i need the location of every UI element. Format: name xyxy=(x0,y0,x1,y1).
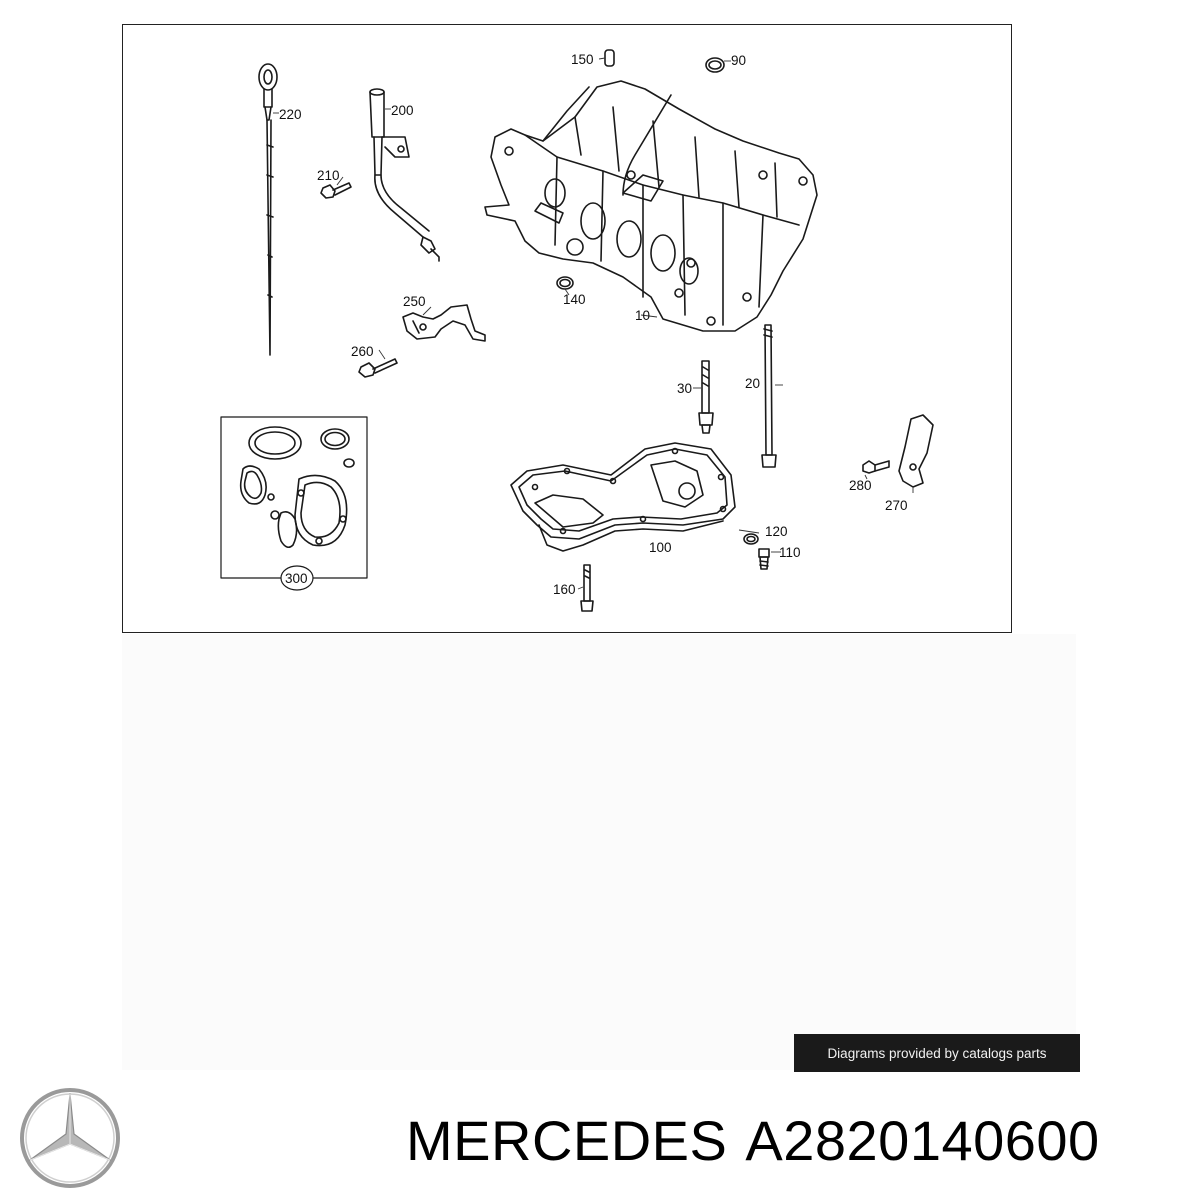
bolt-20-part xyxy=(761,324,777,468)
bolt-210-part xyxy=(320,182,352,199)
parts-diagram: 220 200 210 150 90 140 10 250 260 30 20 … xyxy=(122,24,1012,633)
pin-150-part xyxy=(604,49,615,67)
part-number: A2820140600 xyxy=(745,1109,1100,1172)
callout-280: 280 xyxy=(849,478,872,493)
callout-260: 260 xyxy=(351,344,374,359)
callout-300: 300 xyxy=(285,571,308,586)
bracket-270-part xyxy=(898,414,934,488)
callout-10: 10 xyxy=(635,308,650,323)
bolt-280-part xyxy=(862,460,890,474)
callout-210: 210 xyxy=(317,168,340,183)
catalog-credit-badge: Diagrams provided by catalogs parts xyxy=(794,1034,1080,1072)
oring-90-part xyxy=(705,57,725,73)
parts-diagram-svg: 220 200 210 150 90 140 10 250 260 30 20 … xyxy=(220,49,934,612)
oil-pan-part xyxy=(510,442,736,552)
dipstick-tube-part xyxy=(369,88,440,262)
drain-plug-110-part xyxy=(758,548,770,570)
diagram-background-panel xyxy=(122,634,1076,1070)
oring-140-part xyxy=(556,276,574,290)
callout-100: 100 xyxy=(649,540,672,555)
gasket-set-box xyxy=(220,416,368,591)
bolt-260-part xyxy=(358,358,398,378)
crankcase-part xyxy=(484,80,818,332)
callout-160: 160 xyxy=(553,582,576,597)
part-title: MERCEDES A2820140600 xyxy=(406,1108,1190,1174)
callout-110: 110 xyxy=(779,545,801,560)
brand-name: MERCEDES xyxy=(406,1109,728,1172)
washer-120-part xyxy=(743,533,759,545)
callout-150: 150 xyxy=(571,52,594,67)
callout-30: 30 xyxy=(677,381,692,396)
callout-200: 200 xyxy=(391,103,414,118)
callout-220: 220 xyxy=(279,107,302,122)
callout-140: 140 xyxy=(563,292,586,307)
bolt-160-part xyxy=(580,564,594,612)
callout-20: 20 xyxy=(745,376,760,391)
callout-90: 90 xyxy=(731,53,746,68)
callout-270: 270 xyxy=(885,498,908,513)
breather-pipe-part xyxy=(402,304,486,342)
callout-120: 120 xyxy=(765,524,788,539)
dipstick-part xyxy=(258,63,278,356)
bolt-30-part xyxy=(698,360,714,434)
callout-250: 250 xyxy=(403,294,426,309)
mercedes-star-icon xyxy=(20,1088,120,1188)
